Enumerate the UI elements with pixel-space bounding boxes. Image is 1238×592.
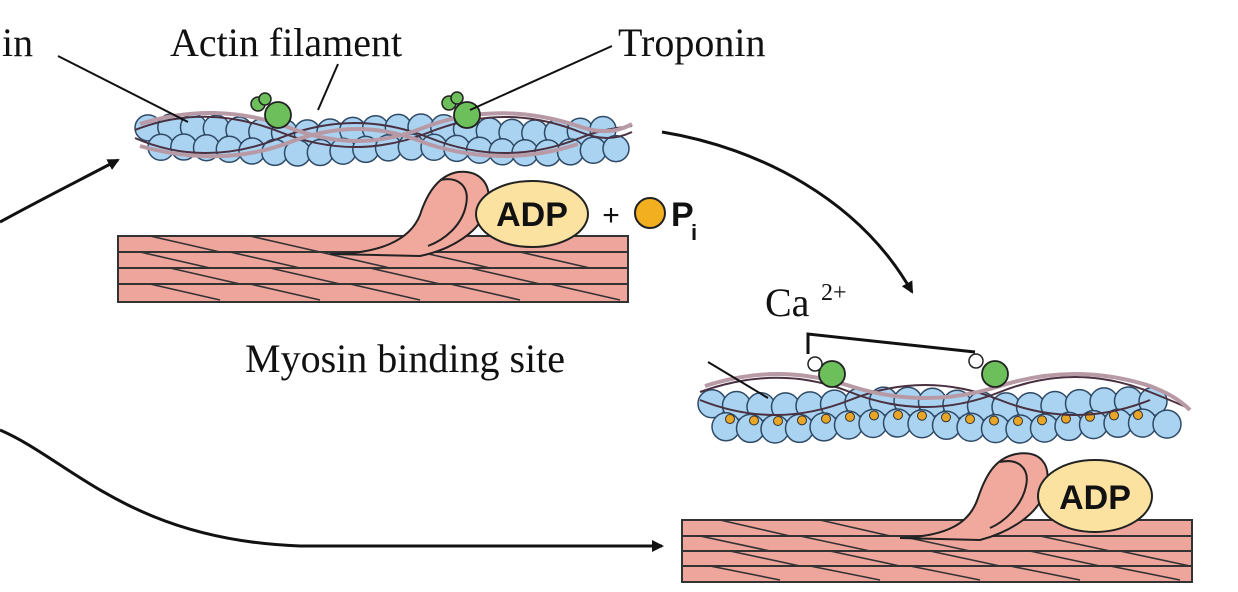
myosin-head-bottom [899,452,1049,542]
troponin-complex-bottom-1 [807,356,846,388]
actin-filament-bottom [697,372,1192,444]
adp-badge-top: ADP [475,180,589,248]
tropomyosin-strands-bottom [699,372,1192,416]
myosin-thick-filament-bottom [681,519,1193,583]
label-myosin-binding-site: Myosin binding site [245,336,565,381]
phosphate-circle-icon [634,197,666,229]
troponin-complex-bottom-2 [968,353,1009,388]
binding-site-dot [869,410,879,421]
actin-bead [556,138,585,166]
top-assembly: ADP + P i [117,91,697,303]
calcium-bracket [806,332,976,354]
binding-site-dot [821,413,831,424]
tropomyosin-strands-top [134,110,633,159]
bottom-assembly: ADP [681,353,1193,583]
phosphate-subscript: i [691,220,697,245]
binding-site-dot [965,414,975,425]
binding-site-dots [725,410,1143,426]
binding-site-dot [989,415,999,426]
calcium-ion-icon [807,356,823,372]
binding-site-dot [749,415,759,426]
actin-filament-top [134,110,633,167]
curved-arrow-icon [0,428,664,552]
binding-site-dot [725,414,735,425]
actin-bead [1152,409,1182,439]
leader-line-actin [317,63,339,111]
leader-line-troponin [469,45,613,111]
leader-line-binding-site [707,361,769,399]
binding-site-dot [773,415,783,426]
label-calcium-charge: 2+ [821,280,847,306]
label-left-partial: in [2,20,33,65]
myosin-head-top [329,170,490,258]
adp-badge-bottom: ADP [1037,459,1153,533]
phosphate-text: P [671,196,694,234]
label-calcium: Ca [765,280,810,325]
label-troponin: Troponin [618,20,765,65]
binding-site-dot [1037,415,1047,426]
actin-bead [602,134,630,163]
binding-site-dot [797,415,807,426]
binding-site-dot [917,410,927,421]
plus-sign: + [602,199,620,232]
adp-text-top: ADP [496,196,568,234]
binding-site-dot [893,410,903,421]
binding-site-dot [1133,410,1143,421]
troponin-complex-top-1 [250,92,292,129]
label-actin-filament: Actin filament [170,20,402,65]
curved-arrow-icon [0,158,120,224]
leader-line-left [57,55,189,123]
binding-site-dot [845,411,855,422]
calcium-ion-icon [968,353,984,369]
binding-site-dot [1013,415,1023,426]
binding-site-dot [941,412,951,423]
curved-arrow-icon [661,130,914,294]
adp-text-bottom: ADP [1059,479,1131,517]
